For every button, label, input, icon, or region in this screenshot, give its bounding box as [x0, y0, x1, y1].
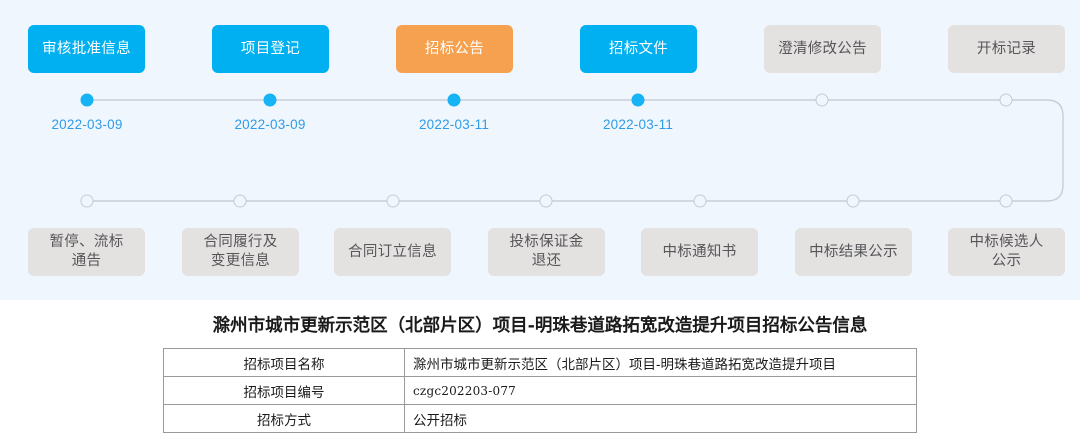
timeline-panel: 审核批准信息 项目登记 招标公告 招标文件 澄清修改公告 开标记录 2022-0… [0, 0, 1080, 300]
step-button-xiangmudengji[interactable]: 项目登记 [212, 25, 329, 73]
timeline-date-2: 2022-03-09 [234, 117, 306, 132]
table-row: 招标项目名称 滁州市城市更新示范区（北部片区）项目-明珠巷道路拓宽改造提升项目 [163, 348, 917, 377]
table-row: 招标方式 公开招标 [163, 404, 917, 433]
table-cell-value: 公开招标 [404, 404, 917, 433]
timeline-node-13[interactable] [999, 194, 1013, 208]
announcement-info-table: 招标项目名称 滁州市城市更新示范区（北部片区）项目-明珠巷道路拓宽改造提升项目 … [163, 348, 917, 433]
step-button-zhongbiaotongzhishu[interactable]: 中标通知书 [641, 228, 758, 276]
step-button-label: 投标保证金 退还 [509, 234, 584, 269]
step-button-label: 招标文件 [608, 40, 669, 57]
timeline-date-1: 2022-03-09 [51, 117, 123, 132]
timeline-node-8[interactable] [233, 194, 247, 208]
table-body: 招标项目名称 滁州市城市更新示范区（北部片区）项目-明珠巷道路拓宽改造提升项目 … [163, 348, 917, 433]
timeline-node-9[interactable] [386, 194, 400, 208]
step-button-label: 中标结果公示 [809, 243, 898, 260]
step-button-label: 开标记录 [976, 40, 1037, 57]
timeline-node-10[interactable] [539, 194, 553, 208]
step-button-shenhepizhunxinxi[interactable]: 审核批准信息 [28, 25, 145, 73]
step-button-toubiaobaozhengjintuihuan[interactable]: 投标保证金 退还 [488, 228, 605, 276]
step-button-chengqingxiugaigonggao[interactable]: 澄清修改公告 [764, 25, 881, 73]
step-button-label: 合同履行及 变更信息 [203, 234, 278, 269]
step-button-label: 审核批准信息 [42, 40, 131, 57]
timeline-node-1[interactable] [80, 93, 94, 107]
step-button-hetonglvxingjibiangengxinxi[interactable]: 合同履行及 变更信息 [182, 228, 299, 276]
table-row: 招标项目编号 czgc202203-077 [163, 376, 917, 405]
step-button-label: 中标候选人 公示 [969, 234, 1044, 269]
timeline-node-4[interactable] [631, 93, 645, 107]
step-button-label: 合同订立信息 [348, 243, 437, 260]
page-title: 滁州市城市更新示范区（北部片区）项目-明珠巷道路拓宽改造提升项目招标公告信息 [212, 316, 868, 336]
step-button-label: 中标通知书 [662, 243, 737, 260]
step-button-label: 暂停、流标 通告 [49, 234, 124, 269]
table-cell-label: 招标项目名称 [163, 348, 405, 377]
step-button-label: 澄清修改公告 [778, 40, 867, 57]
timeline-node-12[interactable] [846, 194, 860, 208]
timeline-node-11[interactable] [693, 194, 707, 208]
step-button-label: 项目登记 [240, 40, 301, 57]
step-button-zhaobiaogonggao[interactable]: 招标公告 [396, 25, 513, 73]
step-button-label: 招标公告 [424, 40, 485, 57]
step-button-zhaobiaowenjian[interactable]: 招标文件 [580, 25, 697, 73]
step-button-zhongbiaojieguogongshi[interactable]: 中标结果公示 [795, 228, 912, 276]
timeline-node-2[interactable] [263, 93, 277, 107]
step-button-zhongbiaohouxuanrengongshi[interactable]: 中标候选人 公示 [948, 228, 1065, 276]
table-cell-label: 招标方式 [163, 404, 405, 433]
timeline-node-5[interactable] [815, 93, 829, 107]
step-button-zantingliubiaotonggao[interactable]: 暂停、流标 通告 [28, 228, 145, 276]
timeline-node-7[interactable] [80, 194, 94, 208]
timeline-date-3: 2022-03-11 [418, 117, 490, 132]
table-cell-label: 招标项目编号 [163, 376, 405, 405]
table-cell-value: czgc202203-077 [404, 376, 917, 405]
step-button-kaibiaojilu[interactable]: 开标记录 [948, 25, 1065, 73]
timeline-node-6[interactable] [999, 93, 1013, 107]
timeline-node-3[interactable] [447, 93, 461, 107]
timeline-date-4: 2022-03-11 [602, 117, 674, 132]
step-button-hetongdinglixinxi[interactable]: 合同订立信息 [334, 228, 451, 276]
table-cell-value: 滁州市城市更新示范区（北部片区）项目-明珠巷道路拓宽改造提升项目 [404, 348, 917, 377]
